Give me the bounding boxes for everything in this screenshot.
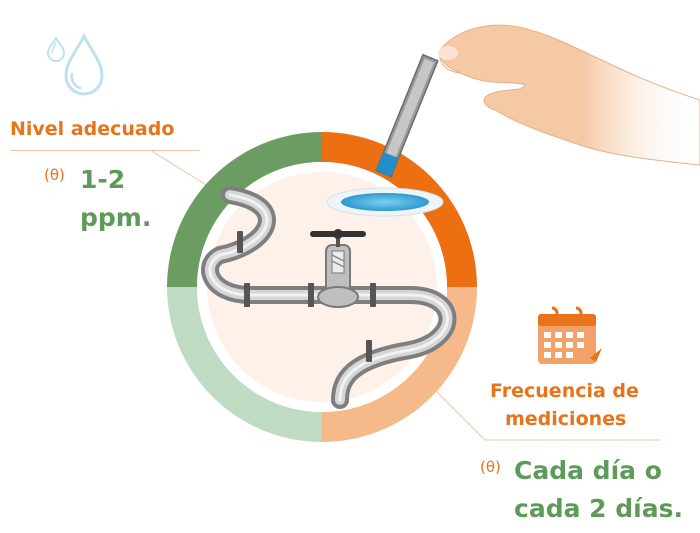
level-value-line1: 1-2 xyxy=(80,165,126,194)
ring-segment-top-right xyxy=(322,132,477,287)
level-title: Nivel adecuado xyxy=(10,118,175,140)
frequency-value-line2: cada 2 días. xyxy=(514,494,683,523)
frequency-marker: (θ) xyxy=(480,458,501,476)
pipe-faucet xyxy=(201,186,457,409)
frequency-title-line2: mediciones xyxy=(505,408,627,430)
ring-segment-bottom-right xyxy=(322,287,477,442)
ring-segment-top-left xyxy=(167,132,322,287)
frequency-leader-line xyxy=(430,385,660,441)
level-value-line2: ppm. xyxy=(80,203,152,232)
calendar-icon xyxy=(538,306,602,364)
test-strip-hand xyxy=(326,24,700,217)
ring-diagram xyxy=(167,132,477,442)
level-leader-line xyxy=(10,150,200,151)
level-leader-diagonal xyxy=(150,150,209,187)
frequency-title-line1: Frecuencia de xyxy=(490,380,639,402)
ring-segment-bottom-left xyxy=(167,287,322,442)
valve xyxy=(310,229,366,308)
level-marker: (θ) xyxy=(44,166,65,184)
frequency-value-line1: Cada día o xyxy=(514,456,662,485)
water-drops-icon xyxy=(46,32,104,96)
